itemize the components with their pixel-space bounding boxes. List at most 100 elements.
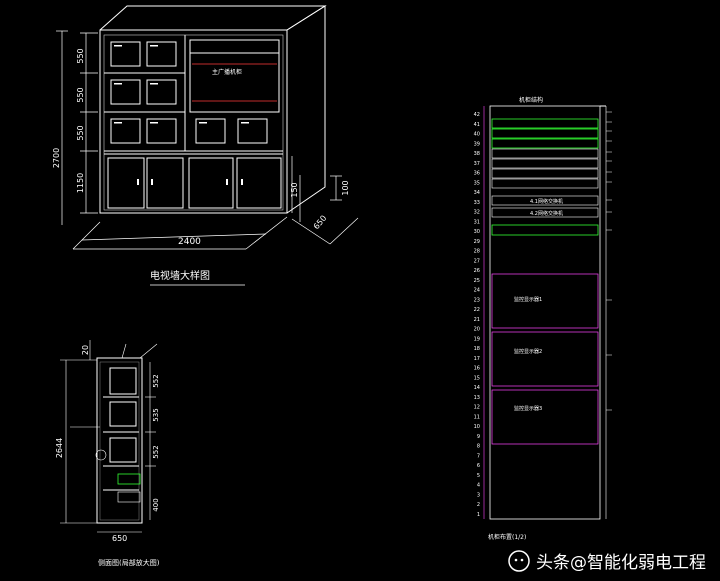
monitor-screen — [110, 118, 141, 144]
cabinet-front-outline — [99, 29, 288, 214]
broadcast-panel-label: 主广播机柜 — [212, 68, 242, 76]
cabinet-door — [146, 157, 184, 209]
wechat-logo-icon — [508, 549, 530, 572]
rack-monitor-label-1: 监控显示器1 — [514, 296, 542, 303]
rack-unit-number: 21 — [474, 317, 480, 323]
rack-unit-number: 2 — [477, 502, 480, 508]
rack-unit-number: 39 — [474, 141, 480, 147]
monitor-screen — [195, 118, 226, 144]
door-handle — [137, 179, 139, 185]
rack-unit-number: 8 — [477, 444, 480, 450]
side-monitor — [109, 367, 137, 395]
rack-unit-numbers: 4241403938373635343332313029282726252423… — [474, 112, 480, 518]
rack-unit-number: 7 — [477, 454, 480, 460]
cabinet-side-face — [286, 5, 326, 214]
rack-unit-number: 14 — [474, 385, 480, 391]
dim-row-1: 550 — [76, 48, 85, 63]
rack-unit-number: 11 — [474, 414, 480, 420]
broadcast-panel — [189, 39, 280, 113]
dim-side-b: 100 — [341, 180, 350, 195]
dim-depth: 650 — [312, 214, 329, 231]
dim-row-2: 550 — [76, 87, 85, 102]
rack-unit-number: 12 — [474, 405, 480, 411]
monitor-screen — [110, 79, 141, 105]
rack-green-devices — [491, 118, 599, 236]
rack-unit-number: 19 — [474, 336, 480, 342]
rack-unit-number: 15 — [474, 375, 480, 381]
rack-unit-number: 17 — [474, 356, 480, 362]
rack-unit-number: 28 — [474, 249, 480, 255]
dim-total-height: 2700 — [52, 148, 61, 168]
rack-unit-number: 38 — [474, 151, 480, 157]
door-handle — [241, 179, 243, 185]
rack-unit-number: 42 — [474, 112, 480, 118]
side-view: 20 2644 552 535 552 400 650 侧面图(局部放大图) — [55, 340, 160, 567]
rack-device-label-1: 4.1网络交换机 — [530, 198, 563, 205]
rack-unit-number: 34 — [474, 190, 480, 196]
dim-side-a: 150 — [290, 182, 299, 197]
cabinet-door — [236, 157, 282, 209]
rack-unit-number: 27 — [474, 258, 480, 264]
side-monitor — [109, 401, 137, 427]
watermark: 头条@智能化弱电工程 — [508, 548, 706, 573]
rack-unit-number: 32 — [474, 210, 480, 216]
rack-device-label-2: 4.2网络交换机 — [530, 210, 563, 217]
front-bottom-dimension — [72, 216, 288, 250]
rack-outline — [489, 105, 601, 520]
side-dim-3: 552 — [152, 445, 160, 458]
rack-title: 机柜结构 — [519, 96, 543, 104]
front-view: 主广播机柜 550 550 550 1150 270 — [52, 5, 359, 286]
cabinet-door — [188, 157, 234, 209]
rack-monitor-label-2: 监控显示器2 — [514, 348, 542, 355]
rack-unit-number: 35 — [474, 180, 480, 186]
rack-unit-number: 37 — [474, 161, 480, 167]
rack-elevation: 机柜结构 4.1网络交换机 4.2网络交换机 监控显示器1 监控显示器2 监控 — [474, 96, 612, 541]
watermark-text: 头条@智能化弱电工程 — [536, 553, 706, 573]
dim-row-4: 1150 — [76, 173, 85, 193]
monitor-screen — [110, 41, 141, 67]
dim-row-3: 550 — [76, 125, 85, 140]
rack-unit-number: 30 — [474, 229, 480, 235]
rack-unit-number: 26 — [474, 268, 480, 274]
side-dim-1: 552 — [152, 374, 160, 387]
monitor-screen — [237, 118, 268, 144]
rack-unit-number: 20 — [474, 327, 480, 333]
dim-width: 2400 — [178, 237, 201, 247]
cabinet-door — [107, 157, 145, 209]
rack-unit-number: 10 — [474, 424, 480, 430]
door-handle — [151, 179, 153, 185]
rack-switch — [491, 138, 599, 149]
side-cabinet-outline — [96, 357, 143, 524]
monitor-screen — [146, 41, 177, 67]
rack-monitor-block — [491, 273, 599, 329]
rack-unit-number: 6 — [477, 463, 480, 469]
front-left-dimensions — [56, 30, 98, 225]
side-dim-2: 535 — [152, 408, 160, 421]
rack-unit-number: 5 — [477, 473, 480, 479]
rack-patch-panels — [491, 148, 599, 189]
rack-monitor-label-3: 监控显示器3 — [514, 405, 542, 412]
rack-unit-number: 36 — [474, 171, 480, 177]
side-dim-top: 20 — [81, 345, 90, 355]
rack-switch — [491, 118, 599, 129]
rack-unit-number: 41 — [474, 122, 480, 128]
front-view-caption: 电视墙大样图 — [150, 269, 210, 282]
front-side-dimensions — [291, 156, 359, 245]
door-handle — [226, 179, 228, 185]
rack-unit-number: 1 — [477, 512, 480, 518]
rack-unit-number: 33 — [474, 200, 480, 206]
rack-unit-number: 25 — [474, 278, 480, 284]
rack-unit-number: 23 — [474, 297, 480, 303]
rack-unit-number: 16 — [474, 366, 480, 372]
lower-doors — [107, 157, 282, 209]
side-dim-total: 2644 — [55, 438, 64, 458]
monitor-screen — [146, 118, 177, 144]
rack-unit-number: 18 — [474, 346, 480, 352]
rack-switch — [491, 128, 599, 139]
monitor-screen — [146, 79, 177, 105]
rack-unit-number: 4 — [477, 483, 480, 489]
rack-monitor-block — [491, 389, 599, 445]
rack-unit-number: 9 — [477, 434, 480, 440]
rack-monitor-blocks — [491, 273, 599, 445]
